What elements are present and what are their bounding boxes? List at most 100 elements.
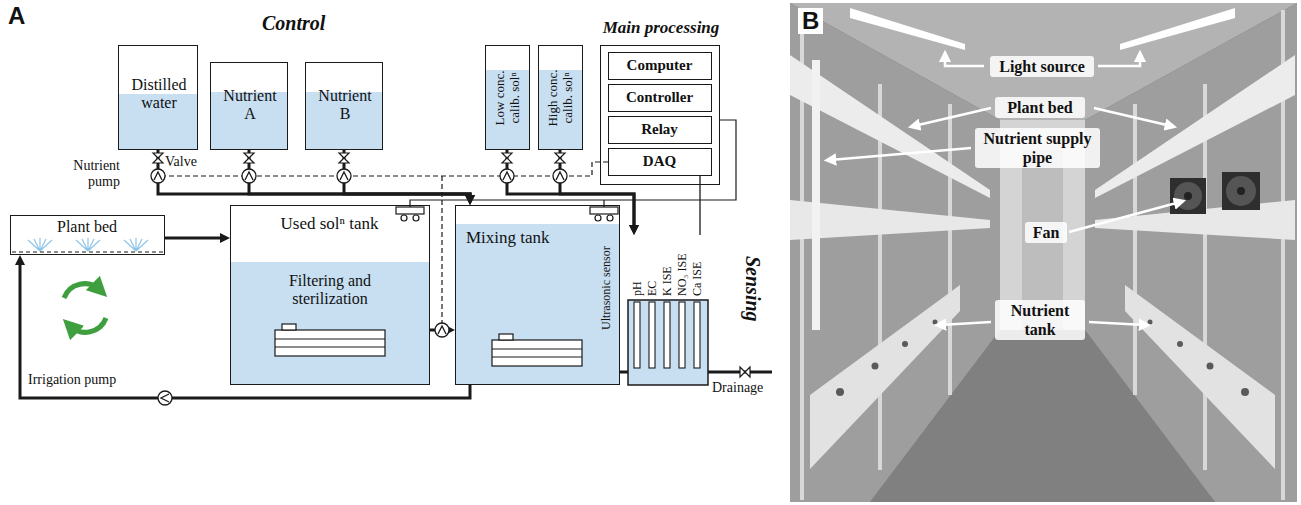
part-label: Ultrasonic sensor — [600, 246, 614, 330]
calibration-tank: High conc. calib. solⁿ — [538, 45, 583, 150]
grow-room-photo — [1177, 341, 1183, 347]
pump-symbol — [337, 169, 351, 183]
grow-room-photo — [850, 8, 965, 50]
grow-room-photo — [933, 320, 938, 325]
leader-arrow — [1089, 322, 1145, 325]
tank-fill — [118, 45, 708, 385]
pump-symbol — [553, 169, 567, 183]
spray — [28, 238, 52, 251]
pipe-connector — [507, 150, 634, 225]
valve-symbol — [153, 153, 163, 163]
section-title: Sensing — [741, 256, 764, 322]
cycle-arrows — [64, 284, 100, 298]
pipe-connector — [158, 150, 475, 205]
pipe-connector — [158, 150, 470, 195]
grow-room-photo — [1226, 176, 1256, 206]
ultrasonic-sensor — [590, 207, 618, 214]
grow-room-photo — [1085, 3, 1297, 502]
part-label: Irrigation pump — [28, 372, 116, 388]
grow-room-photo — [790, 3, 1000, 502]
sensor-probe — [649, 302, 655, 368]
pipe-connector — [430, 325, 455, 335]
grow-room-photo — [1133, 104, 1137, 395]
grow-room-photo — [812, 60, 820, 330]
processing-panel: Main processingComputerControllerRelayDA… — [600, 45, 720, 185]
grow-room-photo — [1237, 187, 1245, 195]
grow-room-photo — [1170, 178, 1206, 214]
module-box: Computer — [608, 52, 712, 80]
filter-unit — [492, 340, 582, 366]
tank-box: Distilled water — [118, 45, 198, 150]
pump-symbol — [340, 172, 348, 180]
filter-unit — [492, 356, 582, 357]
tank-fill — [230, 262, 430, 385]
grow-room-photo — [1207, 363, 1214, 370]
grow-room-photo — [1148, 320, 1153, 325]
module-box: DAQ — [608, 148, 712, 176]
filter-unit — [275, 346, 385, 347]
pump-symbol — [245, 172, 253, 180]
grow-room-photo — [1184, 192, 1192, 200]
photo-label: Plant bed — [995, 97, 1085, 118]
pump-symbol — [500, 169, 514, 183]
node-text: Computer — [609, 53, 711, 79]
valve-symbol — [339, 153, 349, 163]
plant-bed: Plant bed — [10, 215, 165, 255]
valve-symbol — [502, 153, 512, 163]
pipe-connector — [165, 233, 230, 243]
tank-box: Used solⁿ tankFiltering and sterilizatio… — [230, 205, 430, 385]
pump-symbol — [158, 391, 172, 405]
leader-arrow — [945, 56, 984, 66]
sensor-probe — [694, 302, 700, 368]
grow-room-photo — [1174, 182, 1202, 210]
ultrasonic-sensor — [413, 215, 419, 221]
node-text: DAQ — [609, 149, 711, 175]
grow-room-photo — [810, 285, 960, 469]
node-text: Main processing — [591, 18, 731, 38]
calibration-tank: Low conc. calib. solⁿ — [485, 45, 530, 150]
grow-room-photo — [836, 388, 844, 396]
pipe-connector — [344, 150, 470, 195]
node-text: Filtering and sterilization — [269, 272, 391, 309]
node-text: Plant bed — [11, 218, 163, 236]
node-text: Low conc. calib. solⁿ — [492, 62, 522, 134]
module-box: Relay — [608, 116, 712, 144]
arrow-head — [465, 195, 475, 205]
spray — [76, 238, 100, 251]
ultrasonic-sensor — [595, 215, 601, 221]
grow-room-photo — [1120, 8, 1235, 50]
part-label: Drainage — [712, 380, 763, 396]
node-text: Nutrient A — [218, 87, 282, 124]
pump-symbol — [556, 172, 564, 180]
bed-mesh — [12, 252, 163, 253]
sensor-probe — [634, 302, 640, 368]
sensor-array: pHECK ISENO₃ ISECa ISE — [628, 235, 708, 385]
leader-arrow — [1069, 202, 1180, 232]
photo-label: Nutrient supply pipe — [975, 128, 1100, 168]
grow-room-photo — [1241, 388, 1249, 396]
grow-room-photo — [902, 341, 908, 347]
pipe-connector — [344, 150, 475, 205]
grow-room-photo — [1222, 172, 1260, 210]
node-text: Mixing tank — [466, 228, 586, 248]
panel-letter: A — [8, 3, 25, 29]
arrow-head — [465, 195, 475, 205]
part-label: Nutrient pump — [62, 158, 120, 190]
valve-symbol — [244, 153, 254, 163]
tank-box: Nutrient A — [210, 62, 288, 150]
pump-symbol — [503, 172, 511, 180]
panel-letter: B — [798, 8, 823, 34]
node-text: NO₃ ISE — [676, 253, 689, 296]
grow-room-photo — [790, 3, 1297, 502]
filter-unit — [492, 348, 582, 349]
section-title: Control — [262, 12, 325, 35]
leader-arrow — [1094, 108, 1171, 126]
filter-unit — [275, 324, 582, 366]
arrow-head — [220, 233, 230, 243]
node-text: Distilled water — [124, 76, 194, 113]
grow-room-photo — [872, 363, 879, 370]
node-text: pH — [631, 281, 644, 296]
filter-unit — [499, 334, 513, 340]
pipe-connector — [20, 265, 470, 398]
leader-arrow — [830, 56, 1180, 325]
